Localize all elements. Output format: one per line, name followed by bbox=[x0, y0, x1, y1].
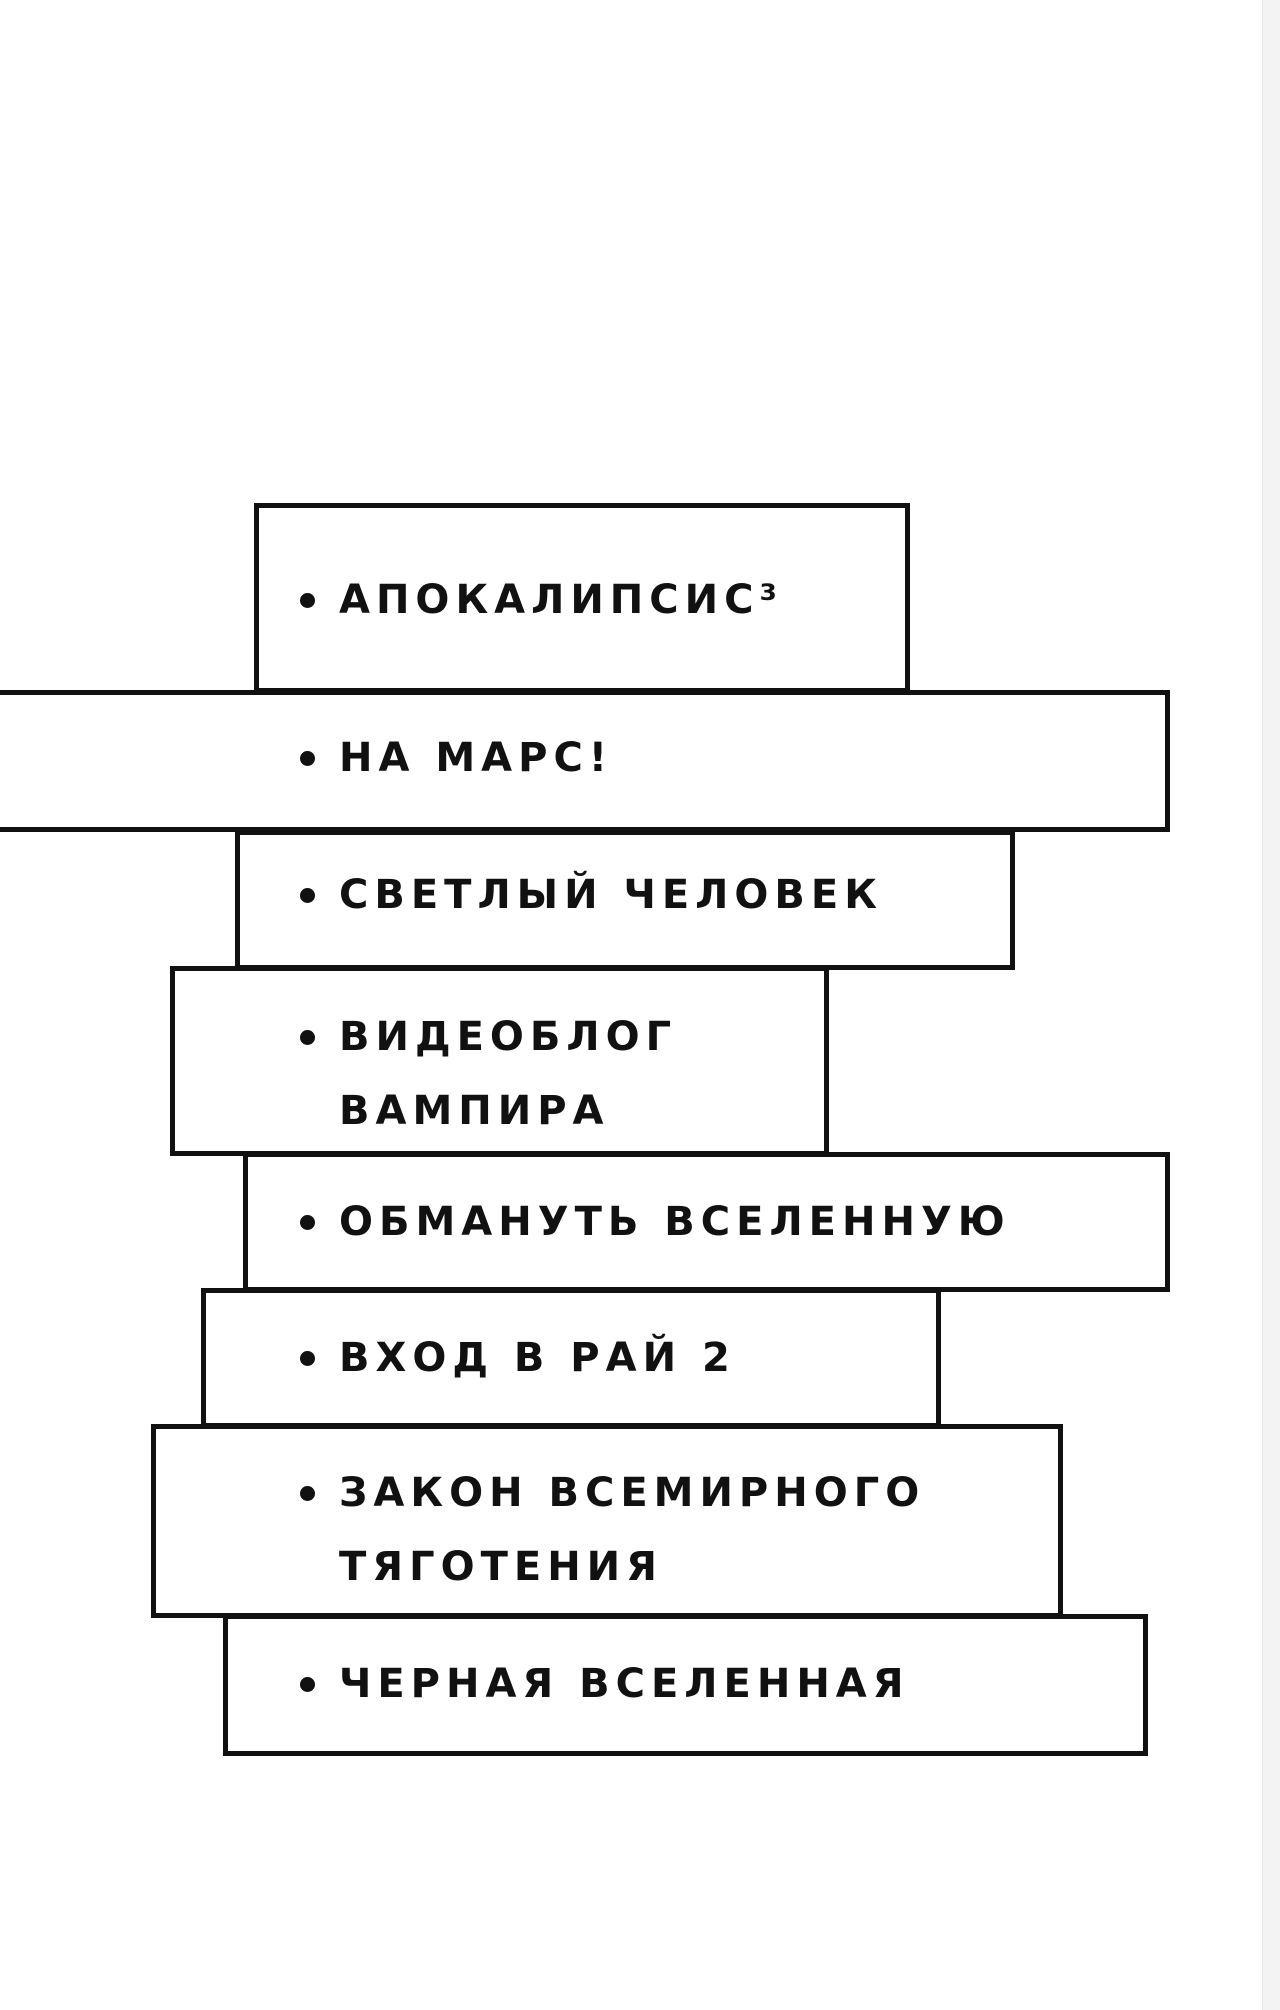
bullet-icon bbox=[300, 888, 315, 903]
list-item[interactable]: АПОКАЛИПСИС³ bbox=[300, 563, 783, 637]
title-box-5[interactable] bbox=[243, 1152, 1170, 1292]
bullet-icon bbox=[300, 1215, 315, 1230]
right-scroll-strip bbox=[1262, 0, 1280, 2010]
list-item[interactable]: ВХОД В РАЙ 2 bbox=[300, 1321, 736, 1395]
bullet-icon bbox=[300, 1030, 315, 1045]
bullet-icon bbox=[300, 1677, 315, 1692]
bullet-icon bbox=[300, 1486, 315, 1501]
list-item[interactable]: ОБМАНУТЬ ВСЕЛЕННУЮ bbox=[300, 1185, 1011, 1259]
list-item-label: ВХОД В РАЙ 2 bbox=[339, 1335, 736, 1381]
bullet-icon bbox=[300, 751, 315, 766]
list-item-label: ОБМАНУТЬ ВСЕЛЕННУЮ bbox=[339, 1199, 1011, 1245]
list-item[interactable]: ЗАКОН ВСЕМИРНОГО ТЯГОТЕНИЯ bbox=[300, 1456, 1059, 1604]
list-item-label: АПОКАЛИПСИС³ bbox=[339, 577, 783, 623]
list-item[interactable]: СВЕТЛЫЙ ЧЕЛОВЕК bbox=[300, 858, 883, 932]
title-box-2[interactable] bbox=[0, 690, 1170, 832]
list-item[interactable]: НА МАРС! bbox=[300, 721, 613, 795]
bullet-icon bbox=[300, 593, 315, 608]
list-item-label: ВИДЕОБЛОГ ВАМПИРА bbox=[339, 1014, 678, 1134]
list-item-label: СВЕТЛЫЙ ЧЕЛОВЕК bbox=[339, 872, 883, 918]
list-item-label: НА МАРС! bbox=[339, 735, 614, 781]
bullet-icon bbox=[300, 1351, 315, 1366]
list-item-label: ЗАКОН ВСЕМИРНОГО ТЯГОТЕНИЯ bbox=[339, 1470, 926, 1590]
list-item[interactable]: ЧЕРНАЯ ВСЕЛЕННАЯ bbox=[300, 1647, 910, 1721]
list-item[interactable]: ВИДЕОБЛОГ ВАМПИРА bbox=[300, 1000, 759, 1148]
title-box-1[interactable] bbox=[254, 503, 910, 693]
list-item-label: ЧЕРНАЯ ВСЕЛЕННАЯ bbox=[339, 1661, 910, 1707]
title-box-3[interactable] bbox=[235, 830, 1015, 970]
title-box-8[interactable] bbox=[223, 1614, 1148, 1756]
